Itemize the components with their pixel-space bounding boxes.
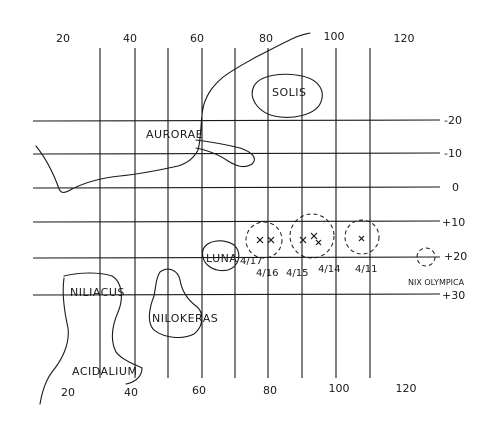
right-tick-label: +10 xyxy=(442,216,465,229)
nilokeras-outline xyxy=(148,268,203,339)
luna-outline xyxy=(202,240,240,272)
top-tick-label: 20 xyxy=(56,32,70,45)
right-tick-label: 0 xyxy=(452,181,459,194)
right-tick-label: +30 xyxy=(442,289,465,302)
luna-label: LUNA xyxy=(206,252,237,265)
observation-circle xyxy=(344,219,380,255)
solis-outline xyxy=(251,73,323,118)
acidalium-label: ACIDALIUM xyxy=(72,365,137,378)
bottom-tick-label: 60 xyxy=(192,384,206,397)
longitude-grid xyxy=(99,48,371,378)
aurorae-outline xyxy=(195,139,255,168)
top-tick-label: 120 xyxy=(394,32,415,45)
coastline-boundary xyxy=(35,32,311,193)
observation-circle xyxy=(245,221,283,259)
observation-date: 4/11 xyxy=(355,264,377,275)
aurorae-label: AURORAE xyxy=(146,128,203,141)
observation-date: 4/16 xyxy=(256,268,278,279)
latitude-grid xyxy=(32,119,441,296)
bottom-tick-label: 120 xyxy=(396,382,417,395)
solis-label: SOLIS xyxy=(272,86,307,99)
top-axis-labels: 20 40 60 80 100 120 xyxy=(56,30,415,45)
right-tick-label: +20 xyxy=(444,250,467,263)
top-tick-label: 80 xyxy=(259,32,273,45)
observation-dates: 4/17 4/16 4/15 4/14 4/11 xyxy=(240,256,377,279)
observation-date: 4/14 xyxy=(318,264,340,275)
observation-spots xyxy=(245,213,436,267)
top-tick-label: 60 xyxy=(190,32,204,45)
top-tick-label: 40 xyxy=(123,32,137,45)
observation-date: 4/17 xyxy=(240,256,262,267)
right-axis-labels: -20 -10 0 +10 +20 +30 xyxy=(442,114,467,302)
bottom-axis-labels: 20 40 60 80 100 120 xyxy=(61,382,417,399)
observation-circle xyxy=(289,213,335,259)
niliacus-outline xyxy=(63,272,143,385)
bottom-tick-label: 40 xyxy=(124,386,138,399)
observation-circle xyxy=(416,247,436,267)
nilokeras-label: NILOKERAS xyxy=(152,312,218,325)
top-tick-label: 100 xyxy=(324,30,345,43)
niliacus-label: NILIACUS xyxy=(70,286,125,299)
right-tick-label: -20 xyxy=(444,114,462,127)
nix-olympica-label: NIX OLYMPICA xyxy=(408,278,465,287)
right-tick-label: -10 xyxy=(444,147,462,160)
bottom-tick-label: 80 xyxy=(263,384,277,397)
observation-date: 4/15 xyxy=(286,268,308,279)
bottom-tick-label: 100 xyxy=(329,382,350,395)
acidalium-west-edge xyxy=(39,277,69,405)
bottom-tick-label: 20 xyxy=(61,386,75,399)
